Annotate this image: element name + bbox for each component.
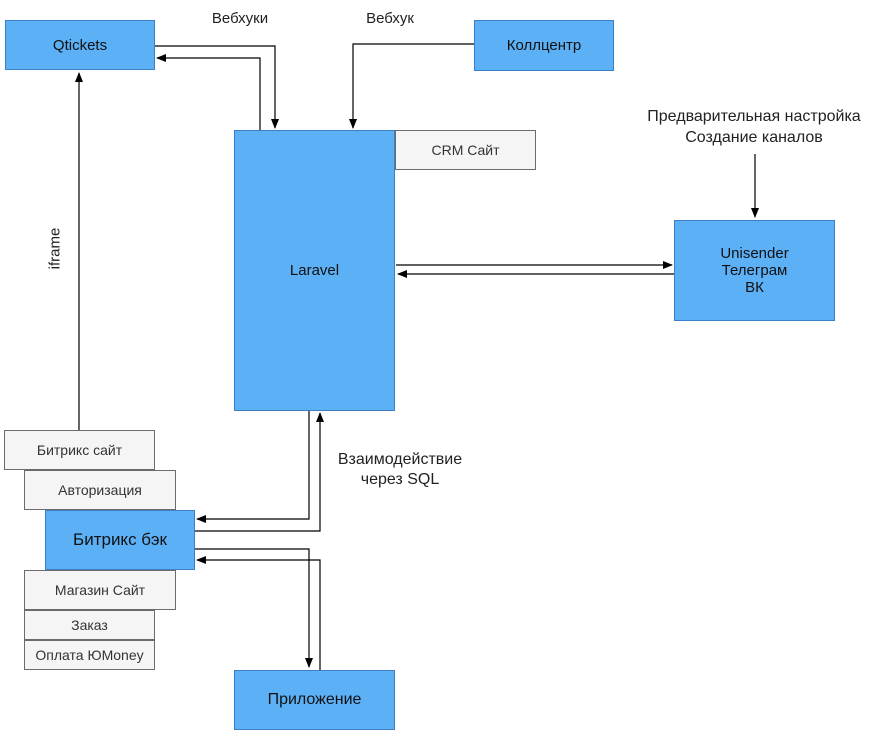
label-webhook: Вебхук bbox=[366, 10, 414, 27]
edge-qtickets-to-laravel bbox=[155, 45, 279, 129]
node-unisender: Unisender Телеграм ВК bbox=[674, 220, 835, 321]
label-iframe: iframe bbox=[46, 227, 64, 270]
edge-bitrix-back-to-app bbox=[195, 548, 313, 668]
node-callcenter: Коллцентр bbox=[474, 20, 614, 71]
node-bitrix-back: Битрикс бэк bbox=[45, 510, 195, 570]
edge-bitrix-back-to-laravel bbox=[195, 412, 324, 532]
node-order: Заказ bbox=[24, 610, 155, 640]
label-presetup: Предварительная настройка Создание канал… bbox=[647, 108, 861, 146]
edge-laravel-to-qtickets bbox=[156, 54, 261, 130]
node-shop-site: Магазин Сайт bbox=[24, 570, 176, 610]
label-sql: Взаимодействие через SQL bbox=[337, 451, 463, 488]
node-payment: Оплата ЮMoney bbox=[24, 640, 155, 670]
node-crm-site: CRM Сайт bbox=[395, 130, 536, 170]
node-laravel: Laravel bbox=[234, 130, 395, 411]
edge-callcenter-to-laravel bbox=[349, 43, 474, 129]
node-qtickets: Qtickets bbox=[5, 20, 155, 70]
node-authorization: Авторизация bbox=[24, 470, 176, 510]
node-app: Приложение bbox=[234, 670, 395, 730]
node-bitrix-site: Битрикс сайт bbox=[4, 430, 155, 470]
label-webhooks: Вебхуки bbox=[211, 10, 269, 27]
edge-app-to-bitrix-back bbox=[196, 556, 321, 670]
edge-laravel-to-bitrix-back bbox=[196, 411, 310, 523]
